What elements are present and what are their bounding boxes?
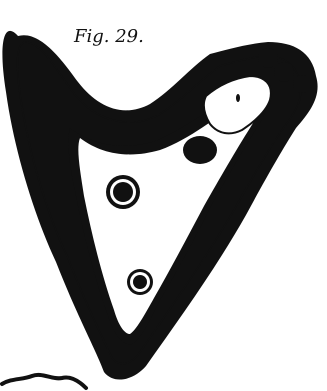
- interior-circle-lower: [127, 269, 153, 295]
- joint-oval-inner: [189, 142, 211, 158]
- interior-circle-upper: [106, 175, 140, 209]
- bottom-left-scribble: [2, 375, 86, 388]
- lobe-dot: [236, 94, 240, 102]
- figure-caption: Fig. 29.: [74, 26, 144, 47]
